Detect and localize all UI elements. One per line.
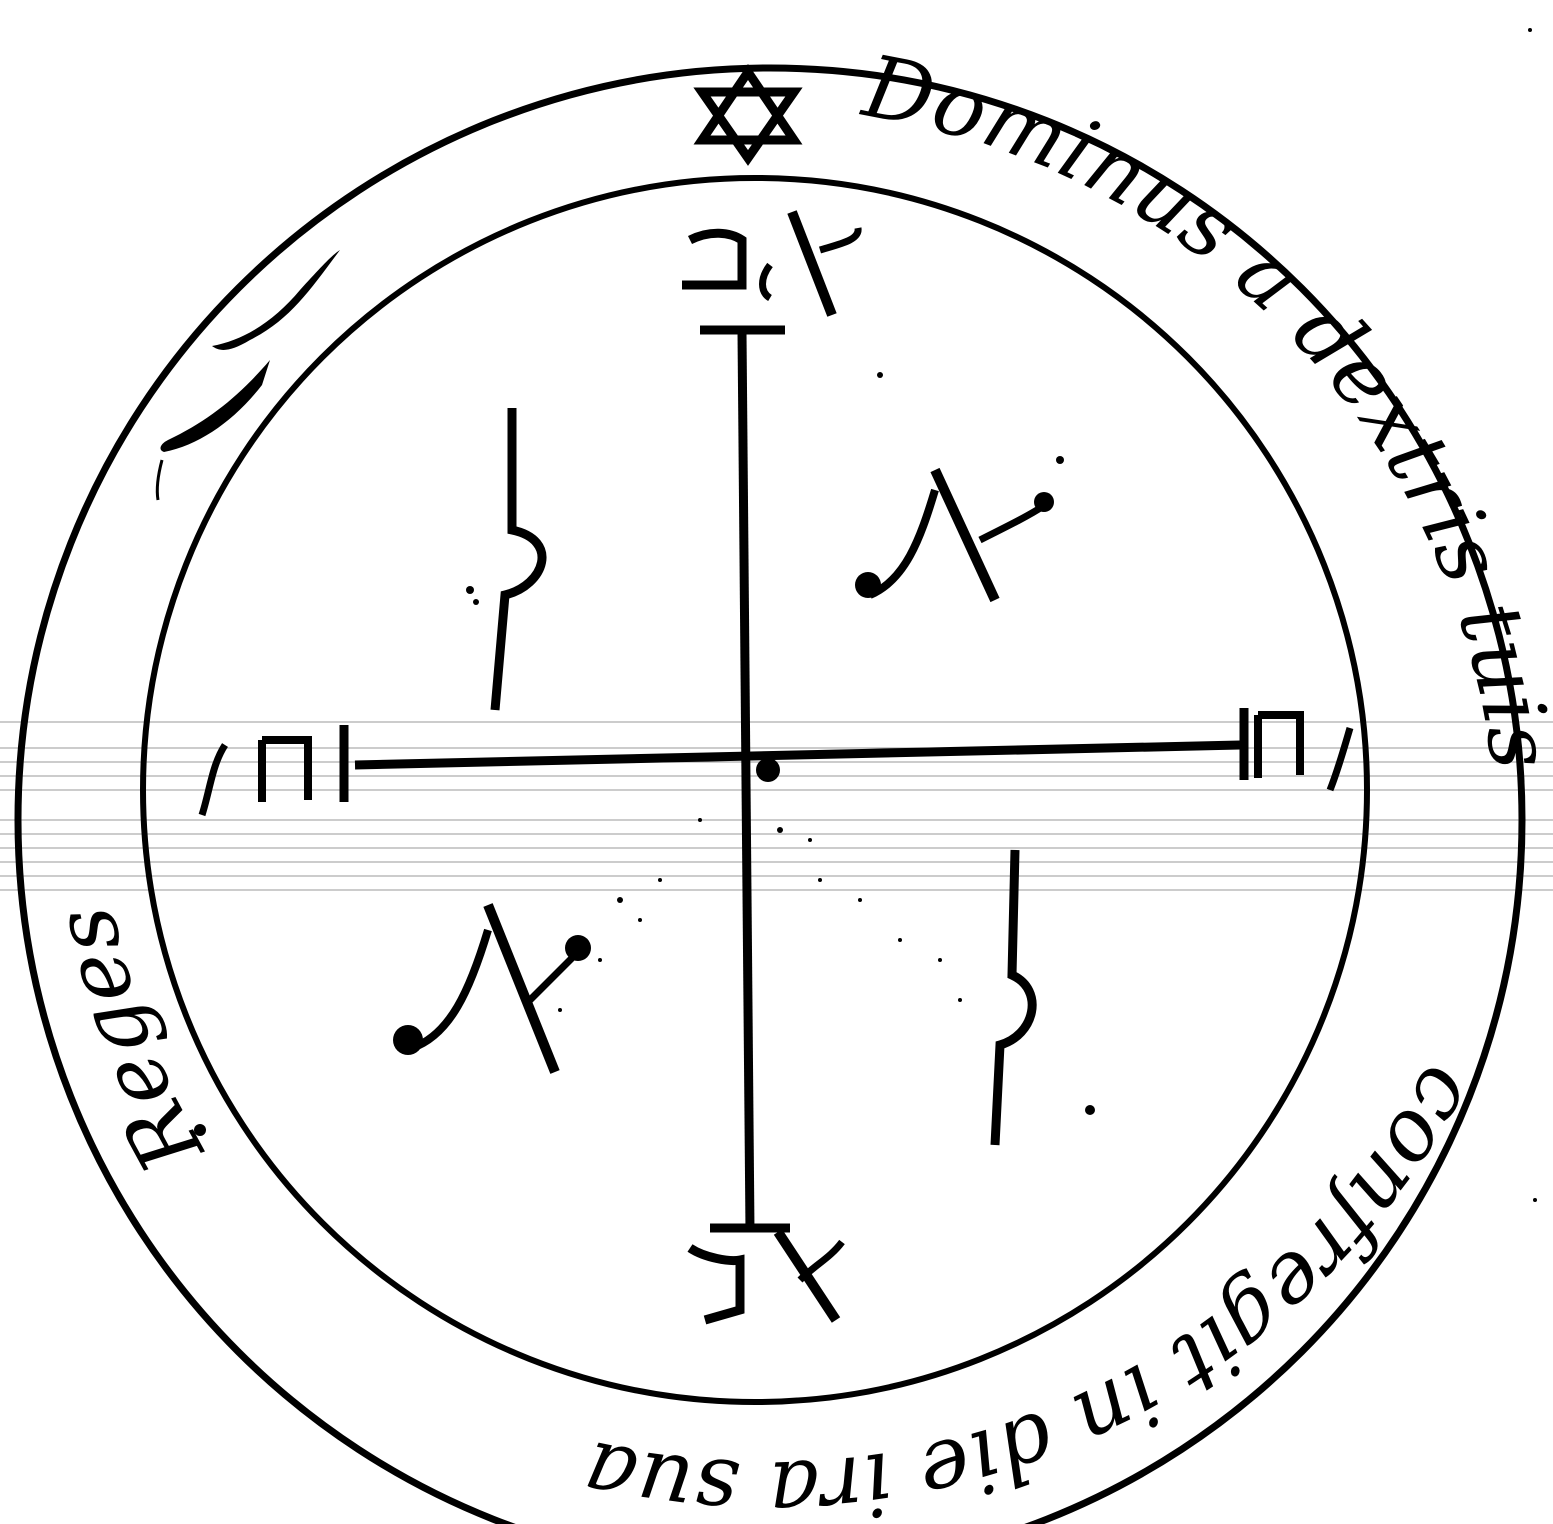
- legend-lower: confregit in die ira sua: [575, 1050, 1499, 1524]
- scan-lines: [0, 722, 1553, 890]
- ink-speckles: [194, 28, 1537, 1202]
- hexagram-icon: [702, 72, 794, 158]
- curled-figure-lower-left: [393, 905, 591, 1072]
- curled-figure-upper-right: [855, 470, 1054, 600]
- lightning-mark-icon: [495, 408, 542, 710]
- bottom-glyph: [690, 1232, 842, 1320]
- lightning-mark-icon: [995, 850, 1032, 1145]
- right-glyph: [1258, 715, 1350, 790]
- central-cross: [344, 330, 1244, 1232]
- legend-upper: Dominus a dextris tuis: [854, 36, 1553, 775]
- flourish-marks: [157, 250, 340, 500]
- top-glyph: [682, 212, 858, 315]
- left-glyph: [202, 740, 308, 815]
